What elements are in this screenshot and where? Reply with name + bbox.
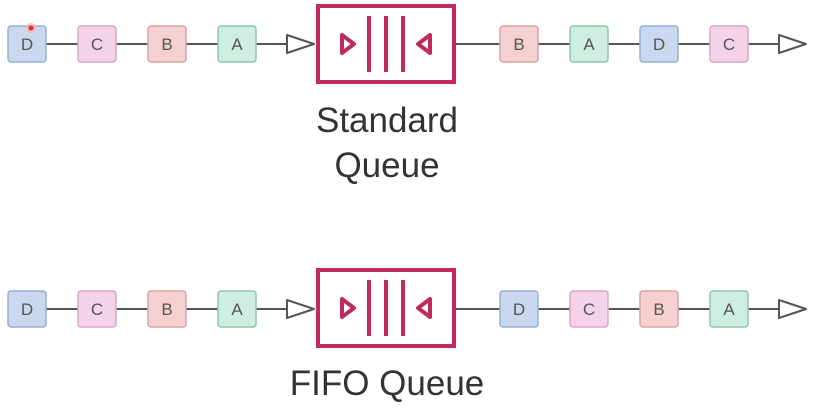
message-label: B <box>653 300 664 319</box>
arrow-head-icon <box>778 299 807 319</box>
fifo-queue-diagram: D C B A D C <box>7 268 807 403</box>
message-input-1: C <box>77 290 117 328</box>
message-label: D <box>653 35 665 54</box>
cursor-dot-icon <box>26 23 36 33</box>
message-input-3: A <box>217 25 257 63</box>
message-label: D <box>21 35 33 54</box>
queue-caption-line-1: Standard <box>316 101 458 140</box>
message-output-3: A <box>709 290 749 328</box>
message-box <box>7 290 47 328</box>
standard-queue-diagram: D C B A B A <box>7 4 807 185</box>
message-label: D <box>513 300 525 319</box>
message-box <box>147 25 187 63</box>
message-input-0: D <box>7 25 47 63</box>
message-output-3: C <box>709 25 749 63</box>
message-box <box>77 290 117 328</box>
message-input-1: C <box>77 25 117 63</box>
arrow-head-icon <box>778 34 807 54</box>
message-output-2: B <box>639 290 679 328</box>
arrow-head-icon <box>286 299 315 319</box>
message-output-1: A <box>569 25 609 63</box>
message-label: A <box>583 35 595 54</box>
message-output-0: B <box>499 25 539 63</box>
message-box <box>499 290 539 328</box>
queue-caption-line-2: Queue <box>334 146 439 185</box>
message-input-2: B <box>147 25 187 63</box>
message-input-2: B <box>147 290 187 328</box>
message-box <box>569 25 609 63</box>
message-output-0: D <box>499 290 539 328</box>
message-label: A <box>723 300 735 319</box>
message-label: A <box>231 300 243 319</box>
message-label: B <box>513 35 524 54</box>
message-box <box>639 290 679 328</box>
message-label: B <box>161 35 172 54</box>
message-output-2: D <box>639 25 679 63</box>
queue-caption: FIFO Queue <box>290 364 485 403</box>
message-label: C <box>91 300 103 319</box>
message-box <box>147 290 187 328</box>
message-box <box>639 25 679 63</box>
message-box <box>709 290 749 328</box>
message-label: C <box>91 35 103 54</box>
message-box <box>217 25 257 63</box>
message-label: A <box>231 35 243 54</box>
queue-icon <box>316 4 456 84</box>
message-label: B <box>161 300 172 319</box>
message-box <box>77 25 117 63</box>
message-output-1: C <box>569 290 609 328</box>
arrow-head-icon <box>286 34 315 54</box>
message-box <box>709 25 749 63</box>
message-label: D <box>21 300 33 319</box>
queue-icon <box>316 268 456 348</box>
message-input-0: D <box>7 290 47 328</box>
message-label: C <box>583 300 595 319</box>
message-box <box>217 290 257 328</box>
message-box <box>569 290 609 328</box>
message-input-3: A <box>217 290 257 328</box>
message-box <box>499 25 539 63</box>
message-label: C <box>723 35 735 54</box>
